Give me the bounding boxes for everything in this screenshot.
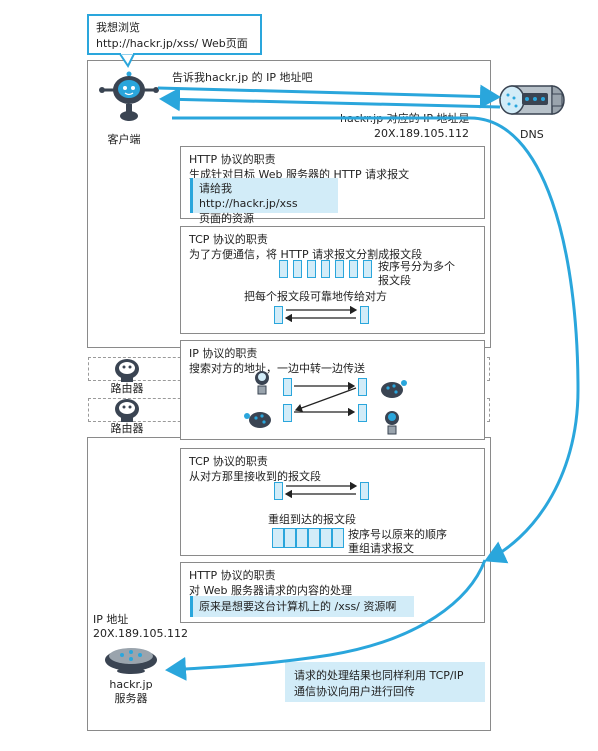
server-ip-label: IP 地址 <box>93 613 129 626</box>
reassembled-segment <box>332 528 344 548</box>
realize-text: 原来是想要这台计算机上的 /xss/ 资源啊 <box>199 600 397 613</box>
tcp-send-title: TCP 协议的职责 <box>189 233 268 246</box>
segment-receiver <box>360 482 369 500</box>
tcp-seq-line-1: 按序号分为多个 <box>378 260 455 273</box>
result-line-1: 请求的处理结果也同样利用 TCP/IP <box>294 669 464 682</box>
reassembled-segment <box>308 528 320 548</box>
tcp-send-box: TCP 协议的职责 为了方便通信，将 HTTP 请求报文分割成报文段 <box>180 226 485 334</box>
dns-reply-line-2: 20X.189.105.112 <box>374 127 470 140</box>
ip-desc: 搜索对方的地址，一边中转一边传送 <box>189 362 365 375</box>
client-speech-bubble: 我想浏览 http://hackr.jp/xss/ Web页面 <box>87 14 262 55</box>
ip-dest-robot-icon <box>385 411 399 435</box>
ip-router-turtle-icon <box>244 412 271 428</box>
http-send-desc: 生成针对目标 Web 服务器的 HTTP 请求报文 <box>189 168 410 181</box>
ip-segment <box>283 378 292 396</box>
request-line-2: 页面的资源 <box>199 212 254 225</box>
router-icon-1 <box>115 359 139 382</box>
dns-server-icon <box>499 85 565 115</box>
ip-server-turtle-icon <box>381 380 407 398</box>
segment-sender <box>274 482 283 500</box>
segment-sender <box>274 306 283 324</box>
request-line-1: 请给我 http://hackr.jp/xss <box>199 182 298 210</box>
router-label-2: 路由器 <box>110 422 144 435</box>
flow-arc-down <box>172 116 580 564</box>
segment <box>349 260 358 278</box>
reassembled-segment <box>272 528 284 548</box>
dns-label: DNS <box>520 128 544 141</box>
ask-dns-text: 告诉我hackr.jp 的 IP 地址吧 <box>172 71 313 84</box>
server-name-line-2: 服务器 <box>114 692 148 705</box>
dns-request-arrow <box>157 84 501 109</box>
http-recv-desc: 对 Web 服务器请求的内容的处理 <box>189 584 352 597</box>
dns-response-arrow <box>159 87 501 112</box>
ip-segment <box>283 404 292 422</box>
ip-segment <box>358 378 367 396</box>
bubble-line-2: http://hackr.jp/xss/ Web页面 <box>96 37 248 50</box>
ip-route-arrow-2 <box>294 387 357 412</box>
result-note: 请求的处理结果也同样利用 TCP/IP 通信协议向用户进行回传 <box>285 662 485 702</box>
ip-box: IP 协议的职责 搜索对方的地址，一边中转一边传送 <box>180 340 485 440</box>
web-server-icon <box>105 648 157 674</box>
order-line-2: 重组请求报文 <box>348 542 414 555</box>
order-line-1: 按序号以原来的顺序 <box>348 528 447 541</box>
reassemble-text: 重组到达的报文段 <box>268 513 356 526</box>
return-arc <box>165 559 487 681</box>
bubble-line-1: 我想浏览 <box>96 21 140 34</box>
tcp-reliable-text: 把每个报文段可靠地传给对方 <box>244 290 387 303</box>
ip-title: IP 协议的职责 <box>189 347 258 360</box>
http-request-message: 请给我 http://hackr.jp/xss 页面的资源 <box>190 178 338 225</box>
segment-receiver <box>360 306 369 324</box>
segment <box>321 260 330 278</box>
http-send-title: HTTP 协议的职责 <box>189 153 276 166</box>
ip-client-robot-icon <box>255 371 269 395</box>
segment <box>307 260 316 278</box>
reassembled-segment <box>296 528 308 548</box>
reassembled-segment <box>284 528 296 548</box>
reassembled-segment <box>320 528 332 548</box>
segment <box>363 260 372 278</box>
router-icon-2 <box>115 399 139 422</box>
bubble-tail <box>118 53 136 68</box>
server-name-line-1: hackr.jp <box>109 678 153 691</box>
result-line-2: 通信协议向用户进行回传 <box>294 685 415 698</box>
server-realize-message: 原来是想要这台计算机上的 /xss/ 资源啊 <box>190 596 414 617</box>
tcp-recv-desc: 从对方那里接收到的报文段 <box>189 470 321 483</box>
tcp-seq-line-2: 报文段 <box>378 274 411 287</box>
tcp-recv-title: TCP 协议的职责 <box>189 455 268 468</box>
segment <box>335 260 344 278</box>
http-recv-title: HTTP 协议的职责 <box>189 569 276 582</box>
client-label: 客户端 <box>107 133 141 146</box>
server-ip-value: 20X.189.105.112 <box>93 627 189 640</box>
tcp-send-desc: 为了方便通信，将 HTTP 请求报文分割成报文段 <box>189 248 423 261</box>
segment <box>293 260 302 278</box>
ip-segment <box>358 404 367 422</box>
client-robot-icon <box>99 71 159 121</box>
router-label-1: 路由器 <box>110 382 144 395</box>
segment <box>279 260 288 278</box>
